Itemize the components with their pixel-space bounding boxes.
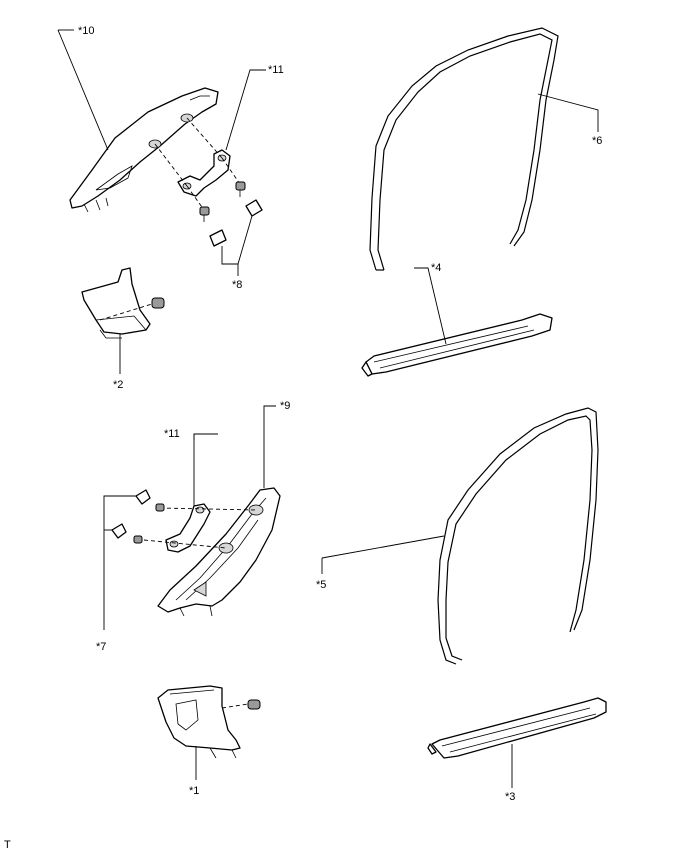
center-pillar-garnish — [157, 487, 281, 617]
callout-11-upper: *11 — [268, 64, 284, 76]
cowl-side-trim — [81, 267, 151, 339]
dashed-line-b — [186, 117, 223, 159]
dashed-line-e — [99, 303, 153, 321]
callout-6: *6 — [592, 135, 602, 147]
callout-4: *4 — [431, 262, 441, 274]
scuff-plate-rear — [427, 697, 607, 759]
dashed-line-a — [154, 143, 188, 187]
callout-7: *7 — [96, 641, 106, 653]
leader-11-upper — [225, 69, 266, 151]
leader-8 — [221, 215, 253, 265]
screw-lower-lower — [133, 535, 143, 544]
leader-9 — [263, 405, 276, 488]
dashed-line-h — [221, 703, 249, 709]
leader-11-lower-a — [193, 433, 218, 506]
corner-mark: T — [4, 839, 11, 851]
center-pillar-lower-garnish — [157, 685, 241, 759]
clip-1 — [247, 699, 261, 710]
door-opening-weatherstrip-front — [369, 27, 559, 271]
leader-4 — [414, 267, 447, 345]
assist-grip-upper — [177, 149, 231, 197]
clip-2 — [151, 297, 165, 309]
callout-11-lower: *11 — [164, 428, 180, 440]
callout-9: *9 — [280, 400, 290, 412]
door-opening-weatherstrip-rear — [437, 407, 599, 665]
callout-8: *8 — [232, 279, 242, 291]
callout-3: *3 — [505, 791, 515, 803]
screw-upper-left — [199, 206, 210, 222]
leader-7-a — [103, 495, 136, 630]
screw-upper-right — [235, 181, 246, 197]
leader-6 — [537, 93, 599, 132]
cap-right — [245, 199, 263, 217]
assist-grip-lower — [165, 503, 211, 553]
leader-5 — [321, 535, 445, 559]
dashed-line-c — [186, 185, 205, 211]
callout-2: *2 — [113, 379, 123, 391]
cap-left — [209, 229, 227, 247]
cap-7-upper — [135, 489, 151, 505]
dashed-line-f — [159, 507, 257, 511]
callout-10: *10 — [78, 25, 95, 37]
cap-7-lower — [111, 523, 127, 539]
dashed-line-d — [221, 157, 241, 185]
leader-10 — [57, 29, 109, 151]
scuff-plate-front — [361, 313, 553, 377]
callout-5: *5 — [316, 579, 326, 591]
callout-1: *1 — [189, 785, 199, 797]
screw-lower-upper — [155, 503, 165, 512]
